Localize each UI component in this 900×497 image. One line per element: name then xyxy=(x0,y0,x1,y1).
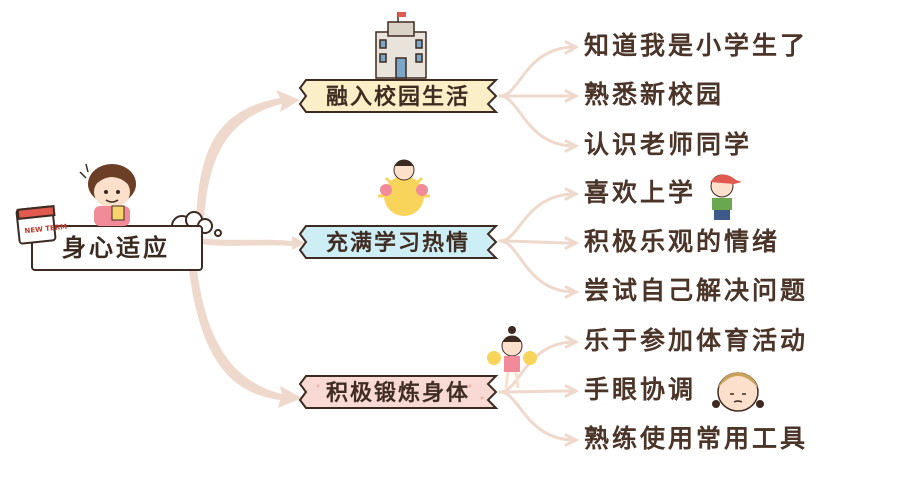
leaf-connectors xyxy=(500,42,576,445)
leaf-3-2: 手眼协调 xyxy=(584,377,696,402)
root-label: 身心适应 xyxy=(62,234,170,262)
branch-3-label: 积极锻炼身体 xyxy=(326,380,470,406)
root-node: 身心适应 NEW TERM xyxy=(16,164,221,270)
branch-node-2: 充满学习热情 xyxy=(300,160,496,258)
thinking-girl-icon xyxy=(80,164,136,226)
leaf-1-1: 知道我是小学生了 xyxy=(584,33,808,58)
connector-root-to-branch-1 xyxy=(196,90,300,220)
root-connectors xyxy=(188,90,305,408)
leaf-3-3: 熟练使用常用工具 xyxy=(584,426,808,451)
leaf-3-1: 乐于参加体育活动 xyxy=(584,328,808,353)
leaf-1-3: 认识老师同学 xyxy=(584,132,752,157)
connector-root-to-branch-3 xyxy=(188,262,302,408)
boy-with-cap-icon xyxy=(710,174,742,220)
school-building-icon xyxy=(376,12,426,78)
leaf-2-1: 喜欢上学 xyxy=(584,180,696,205)
sun-kids-icon xyxy=(378,160,430,216)
branch-node-3: 积极锻炼身体 xyxy=(300,326,537,408)
leaf-2-2: 积极乐观的情绪 xyxy=(584,229,780,254)
branch-1-label: 融入校园生活 xyxy=(326,84,470,110)
branch-node-1: 融入校园生活 xyxy=(300,12,496,112)
leaf-2-3: 尝试自己解决问题 xyxy=(584,278,808,303)
connector-root-to-branch-2 xyxy=(200,236,305,250)
girl-face-icon xyxy=(712,372,764,411)
branch-2-label: 充满学习热情 xyxy=(326,230,470,256)
leaf-1-2: 熟悉新校园 xyxy=(584,82,724,107)
